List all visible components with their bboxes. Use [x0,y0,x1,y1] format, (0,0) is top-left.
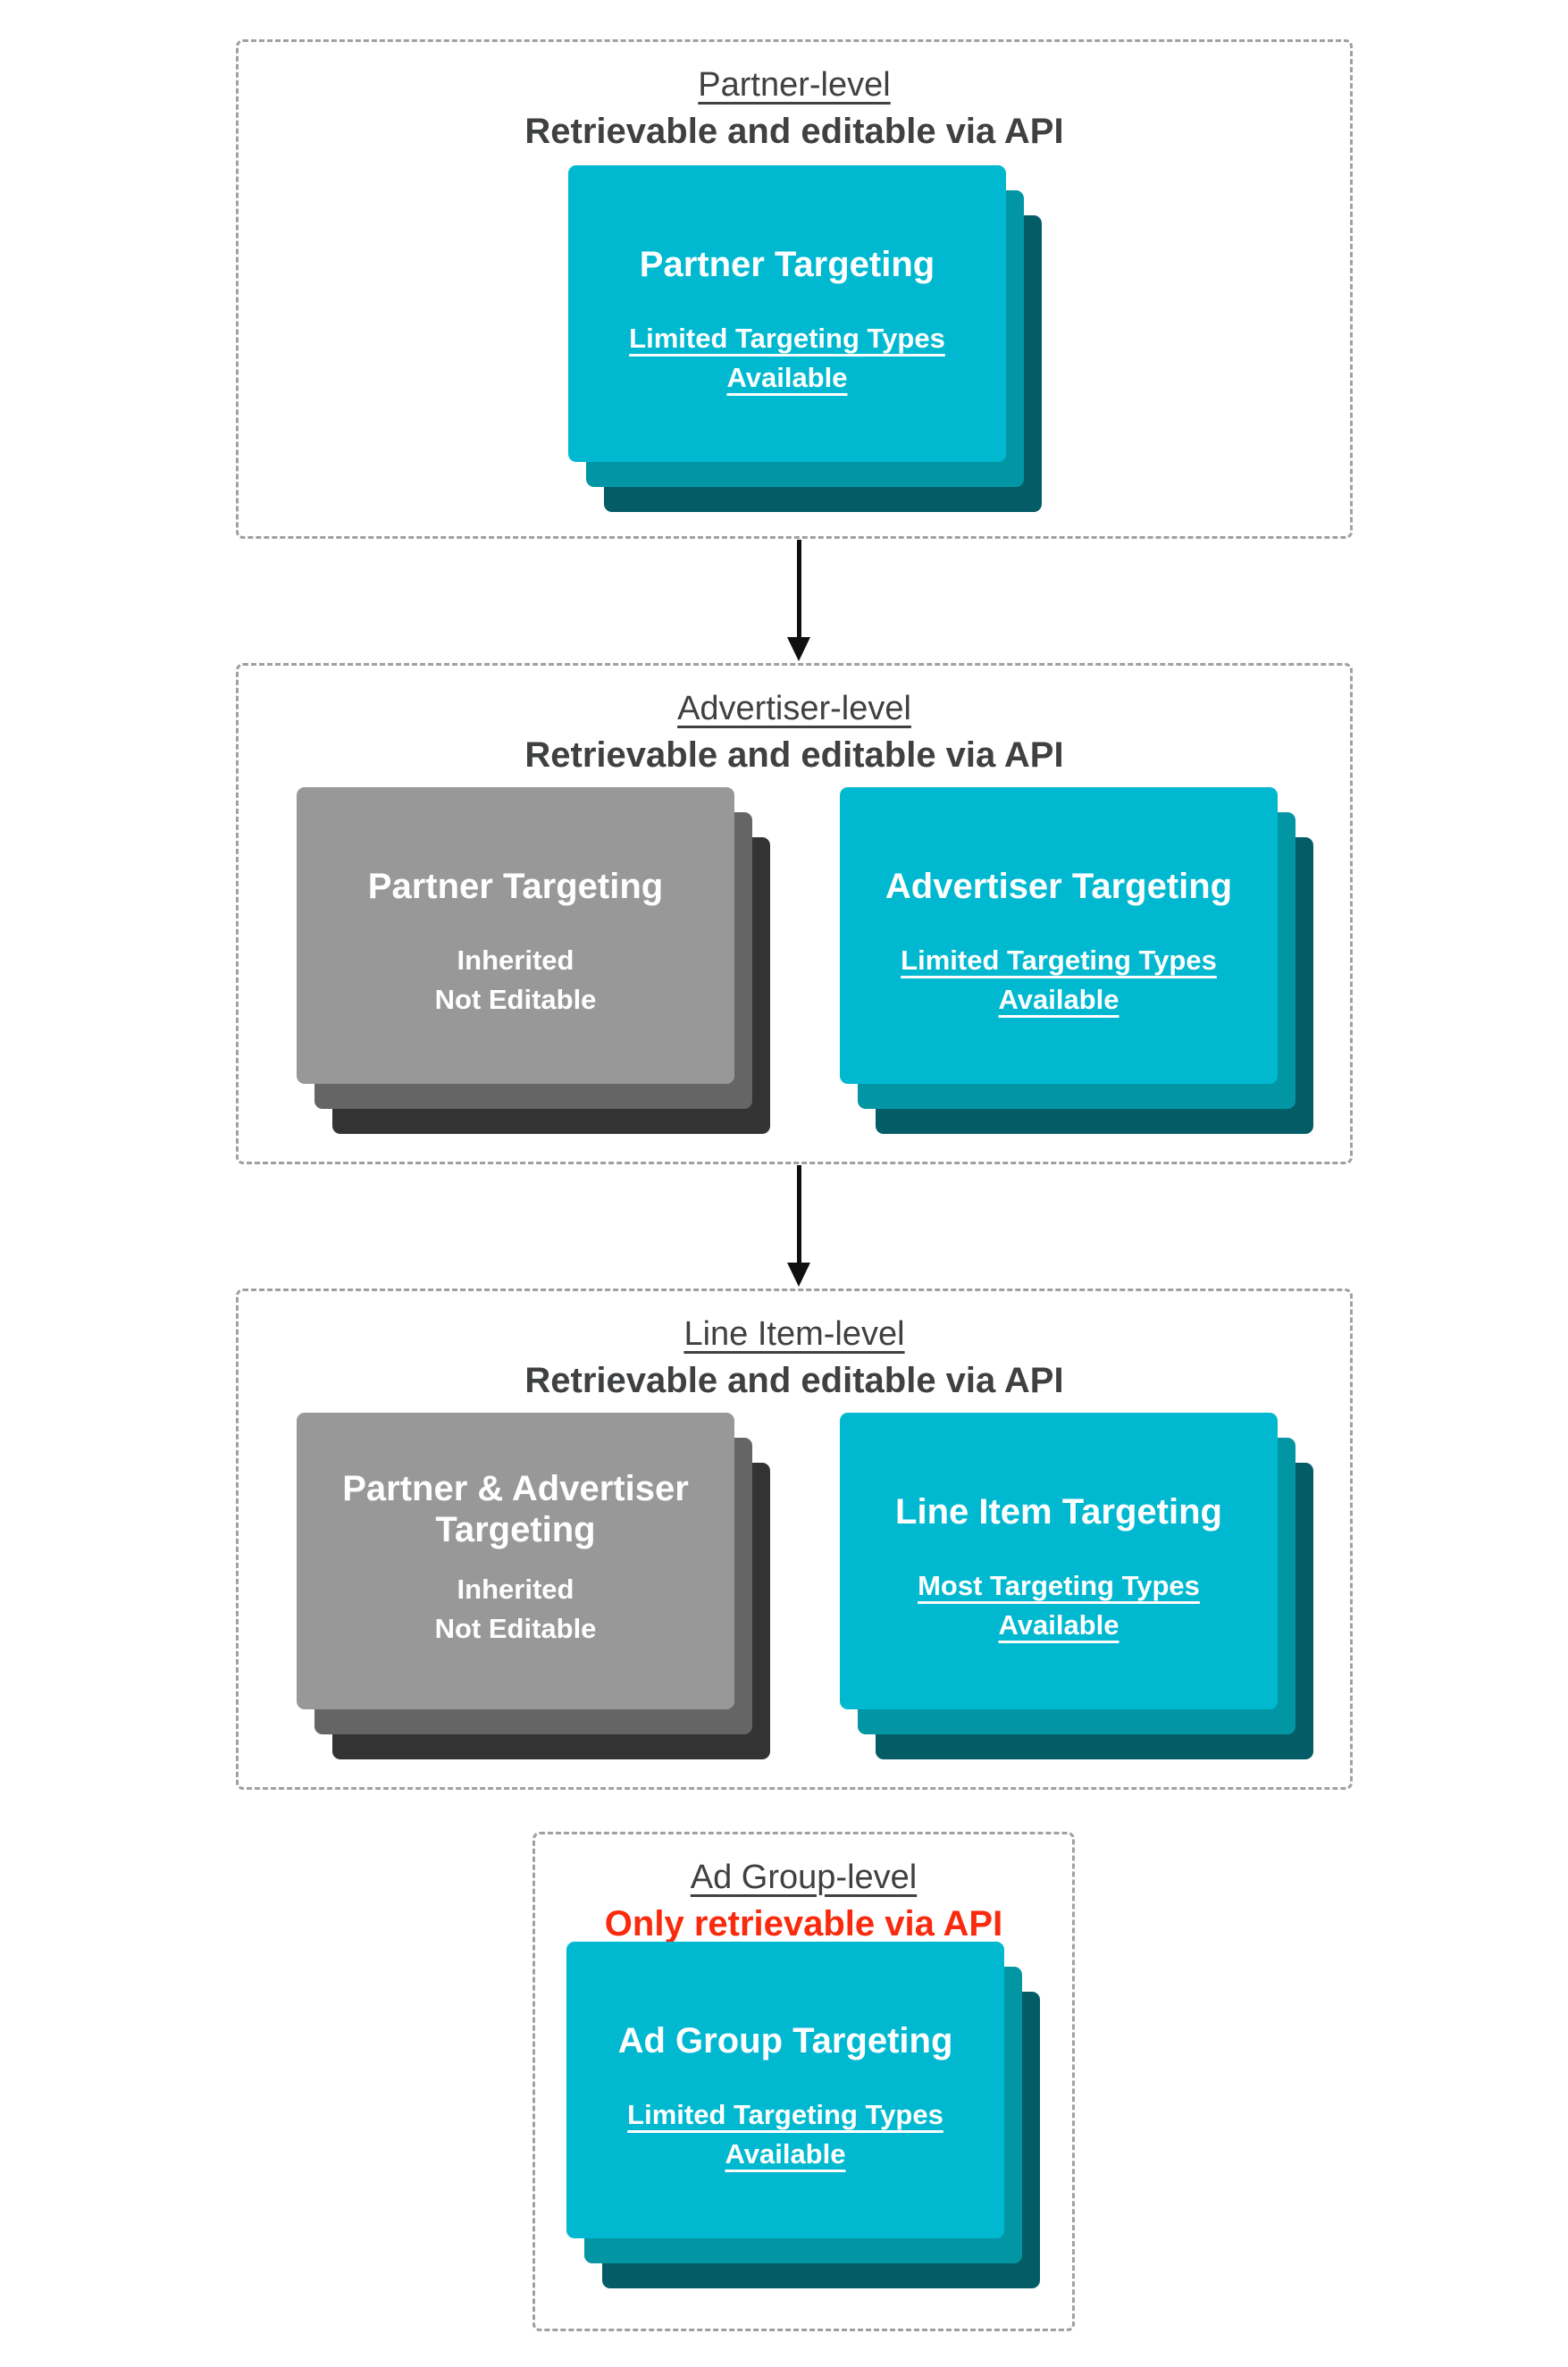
card-title: Line Item Targeting [895,1492,1222,1532]
section-header: Ad Group-level Only retrievable via API [535,1834,1072,1947]
section-header: Advertiser-level Retrievable and editabl… [239,666,1350,778]
section-title: Line Item-level [683,1315,905,1353]
card-face: Partner & Advertiser Targeting Inherited… [297,1413,734,1709]
section-partner-level: Partner-level Retrievable and editable v… [236,39,1353,539]
card-title: Advertiser Targeting [885,867,1233,906]
card-subtitle: Limited Targeting Types Available [629,323,945,393]
card-partner-targeting: Partner Targeting Limited Targeting Type… [568,165,1042,512]
card-subtitle: Inherited Not Editable [434,1574,597,1644]
card-title: Partner & Advertiser Targeting [342,1469,689,1549]
card-subtitle: Limited Targeting Types Available [627,2099,943,2170]
card-face: Partner Targeting Inherited Not Editable [297,787,734,1084]
section-header: Line Item-level Retrievable and editable… [239,1291,1350,1404]
card-subtitle: Most Targeting Types Available [918,1570,1200,1641]
card-face: Partner Targeting Limited Targeting Type… [568,165,1006,462]
section-title: Partner-level [698,66,891,104]
card-advertiser-targeting: Advertiser Targeting Limited Targeting T… [840,787,1313,1134]
section-title: Ad Group-level [690,1859,918,1896]
flow-arrow-down-icon [787,540,810,661]
flow-arrow-down-icon [787,1165,810,1287]
card-face: Advertiser Targeting Limited Targeting T… [840,787,1278,1084]
card-subtitle: Inherited Not Editable [434,944,597,1015]
section-line-item-level: Line Item-level Retrievable and editable… [236,1288,1353,1790]
card-line-item-targeting: Line Item Targeting Most Targeting Types… [840,1413,1313,1759]
section-subtitle: Retrievable and editable via API [524,735,1064,775]
card-title: Partner Targeting [639,245,935,284]
card-partner-advertiser-targeting-inherited: Partner & Advertiser Targeting Inherited… [297,1413,770,1759]
card-title: Ad Group Targeting [617,2021,953,2061]
section-advertiser-level: Advertiser-level Retrievable and editabl… [236,663,1353,1164]
section-header: Partner-level Retrievable and editable v… [239,42,1350,155]
card-face: Ad Group Targeting Limited Targeting Typ… [566,1942,1004,2238]
section-ad-group-level: Ad Group-level Only retrievable via API [532,1832,1075,2331]
section-title: Advertiser-level [677,690,911,727]
section-subtitle: Retrievable and editable via API [524,112,1064,151]
section-subtitle: Retrievable and editable via API [524,1361,1064,1400]
section-subtitle: Only retrievable via API [604,1904,1003,1943]
card-subtitle: Limited Targeting Types Available [901,944,1217,1015]
card-ad-group-targeting: Ad Group Targeting Limited Targeting Typ… [566,1942,1040,2288]
card-partner-targeting-inherited: Partner Targeting Inherited Not Editable [297,787,770,1134]
card-face: Line Item Targeting Most Targeting Types… [840,1413,1278,1709]
card-title: Partner Targeting [367,867,664,906]
